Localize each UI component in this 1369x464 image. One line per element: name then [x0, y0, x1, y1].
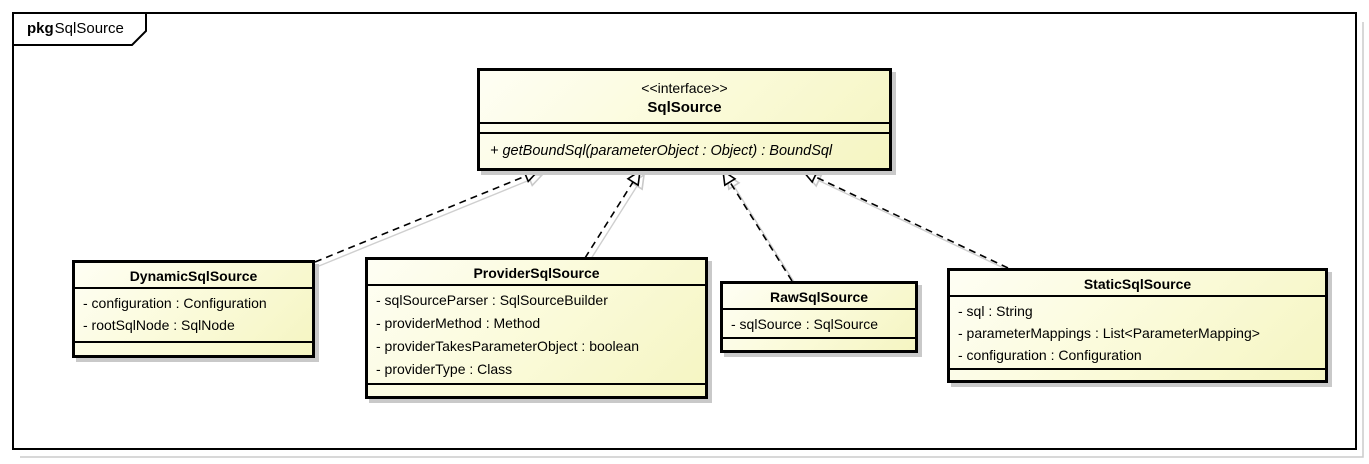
class-staticsqlsource-box: StaticSqlSource - sql : String - paramet… [947, 268, 1328, 383]
realization-edge-staticsqlsource [801, 170, 1009, 269]
class-attributes-compartment: - configuration : Configuration - rootSq… [75, 289, 312, 341]
class-operations-compartment [723, 337, 915, 351]
realization-edge-dynamicsqlsource [314, 169, 540, 263]
attribute-row: - rootSqlNode : SqlNode [83, 317, 235, 333]
class-operations-compartment [75, 341, 312, 355]
attribute-row: - sqlSource : SqlSource [731, 316, 879, 332]
attribute-row: - parameterMappings : List<ParameterMapp… [958, 325, 1260, 341]
class-attributes-compartment: - sql : String - parameterMappings : Lis… [950, 297, 1325, 368]
realization-edge-rawsqlsource [721, 169, 793, 282]
attribute-row: - sql : String [958, 303, 1033, 319]
interface-attributes-compartment [480, 124, 889, 134]
attribute-row: - configuration : Configuration [958, 347, 1142, 363]
class-name: ProviderSqlSource [368, 260, 705, 286]
package-tab [12, 12, 147, 46]
interface-sqlsource-box: <<interface>> SqlSource + getBoundSql(pa… [477, 68, 892, 171]
attribute-row: - providerType : Class [376, 361, 513, 377]
class-name: DynamicSqlSource [75, 263, 312, 289]
class-attributes-compartment: - sqlSource : SqlSource [723, 310, 915, 337]
package-frame [12, 12, 1357, 450]
frame-shadow [20, 22, 1364, 458]
attribute-row: - providerMethod : Method [376, 315, 541, 331]
class-name: RawSqlSource [723, 284, 915, 310]
class-rawsqlsource-box: RawSqlSource - sqlSource : SqlSource [720, 281, 918, 353]
attribute-row: - sqlSourceParser : SqlSourceBuilder [376, 292, 608, 308]
class-name: StaticSqlSource [950, 271, 1325, 297]
package-name: SqlSource [54, 20, 124, 37]
realization-edge-providersqlsource [584, 169, 642, 259]
interface-header: <<interface>> SqlSource [480, 71, 889, 124]
class-operations-compartment [368, 383, 705, 397]
package-keyword: pkg [27, 20, 54, 37]
edge-shadows [318, 173, 1013, 286]
interface-stereotype: <<interface>> [641, 80, 728, 96]
class-operations-compartment [950, 368, 1325, 382]
attribute-row: - configuration : Configuration [83, 295, 267, 311]
attribute-row: - providerTakesParameterObject : boolean [376, 338, 640, 354]
class-attributes-compartment: - sqlSourceParser : SqlSourceBuilder - p… [368, 286, 705, 383]
package-tab-label: pkgSqlSource [27, 20, 124, 37]
interface-name: SqlSource [647, 99, 722, 116]
class-dynamicsqlsource-box: DynamicSqlSource - configuration : Confi… [72, 260, 315, 358]
operation-getboundsql: + getBoundSql(parameterObject : Object) … [490, 143, 833, 159]
interface-operations-compartment: + getBoundSql(parameterObject : Object) … [480, 134, 889, 168]
class-providersqlsource-box: ProviderSqlSource - sqlSourceParser : Sq… [365, 257, 708, 399]
